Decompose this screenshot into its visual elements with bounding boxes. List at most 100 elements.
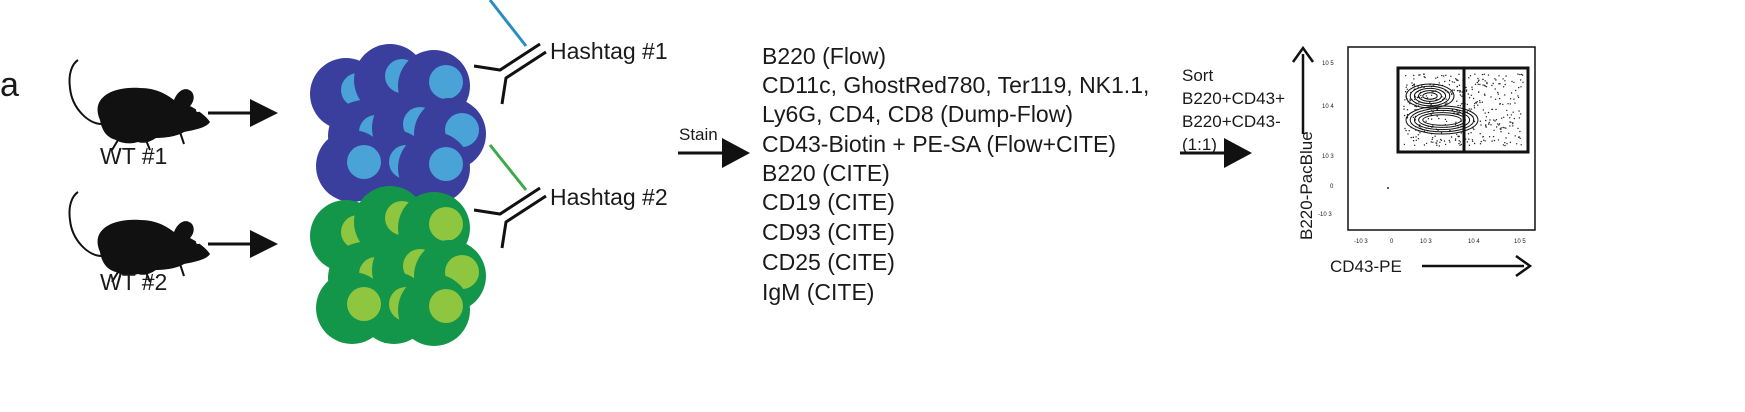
flow-event bbox=[1504, 144, 1506, 147]
flow-event bbox=[1444, 118, 1447, 121]
flow-event bbox=[1454, 139, 1457, 141]
flow-event bbox=[1406, 88, 1408, 91]
flow-event bbox=[1502, 144, 1505, 146]
cell-icon bbox=[316, 130, 388, 202]
flow-event bbox=[1495, 79, 1497, 81]
flow-event bbox=[1468, 138, 1470, 140]
flow-event bbox=[1500, 128, 1502, 130]
flow-event bbox=[1440, 139, 1443, 142]
flow-event bbox=[1485, 124, 1487, 126]
mouse-1-label: WT #1 bbox=[100, 143, 167, 169]
x-tick-label: 10 3 bbox=[1420, 239, 1432, 245]
flow-event bbox=[1519, 130, 1521, 133]
flow-event bbox=[1481, 73, 1484, 76]
flow-event bbox=[1419, 132, 1421, 134]
flow-event bbox=[1487, 74, 1490, 76]
contour-line bbox=[1405, 83, 1455, 109]
flow-event bbox=[1479, 83, 1481, 86]
marker-line: CD93 (CITE) bbox=[762, 219, 895, 245]
flow-event bbox=[1451, 81, 1454, 83]
flow-event bbox=[1455, 121, 1457, 124]
flow-event bbox=[1423, 144, 1426, 146]
flow-event bbox=[1405, 86, 1407, 88]
y-axis-arrow bbox=[1291, 45, 1315, 134]
flow-event bbox=[1503, 116, 1505, 119]
flow-event bbox=[1474, 73, 1476, 75]
flow-event bbox=[1413, 85, 1415, 87]
y-tick-label: 10 3 bbox=[1322, 154, 1334, 160]
flow-event bbox=[1484, 125, 1487, 127]
panel-label: a bbox=[0, 66, 19, 104]
stain-arrow bbox=[678, 138, 750, 168]
flow-event bbox=[1459, 94, 1462, 96]
flow-event bbox=[1448, 139, 1451, 142]
cell-cluster-2 bbox=[310, 186, 486, 346]
flow-event bbox=[1409, 98, 1411, 101]
flow-event bbox=[1498, 124, 1500, 126]
flow-event bbox=[1471, 139, 1474, 141]
flow-event bbox=[1500, 127, 1502, 129]
stain-label: Stain bbox=[679, 125, 718, 144]
arrow-mouse2-to-cells bbox=[208, 230, 278, 258]
flow-event bbox=[1479, 101, 1481, 104]
flow-event bbox=[1417, 134, 1420, 136]
flow-event bbox=[1427, 118, 1430, 120]
flow-event bbox=[1412, 136, 1415, 139]
flow-event bbox=[1465, 89, 1468, 91]
flow-event bbox=[1444, 103, 1447, 105]
mouse-2-label: WT #2 bbox=[100, 269, 167, 295]
flow-event bbox=[1488, 123, 1490, 125]
flow-event bbox=[1518, 117, 1521, 119]
flow-event bbox=[1425, 142, 1428, 145]
flow-event bbox=[1495, 126, 1498, 128]
flow-event bbox=[1471, 86, 1473, 88]
flow-event bbox=[1443, 75, 1445, 77]
flow-event bbox=[1494, 98, 1497, 101]
marker-line: CD25 (CITE) bbox=[762, 249, 895, 275]
flow-event bbox=[1413, 78, 1415, 80]
flow-event bbox=[1496, 123, 1499, 125]
flow-event bbox=[1458, 140, 1460, 142]
flow-event bbox=[1517, 95, 1519, 97]
flow-event bbox=[1451, 89, 1454, 91]
cell-icon bbox=[398, 132, 470, 204]
flow-event bbox=[1421, 85, 1423, 87]
flow-event bbox=[1488, 121, 1491, 124]
flow-event bbox=[1485, 116, 1488, 118]
contour-line bbox=[1409, 85, 1451, 107]
flow-event bbox=[1459, 90, 1462, 92]
flow-event bbox=[1413, 83, 1415, 86]
flow-event bbox=[1484, 112, 1486, 114]
flow-event bbox=[1505, 137, 1507, 139]
flow-event bbox=[1472, 97, 1475, 100]
flow-event bbox=[1511, 80, 1513, 83]
flow-event bbox=[1514, 135, 1516, 137]
flow-event bbox=[1501, 117, 1503, 119]
flow-event bbox=[1521, 74, 1524, 76]
flow-event bbox=[1504, 94, 1506, 96]
flow-event bbox=[1493, 129, 1495, 131]
flow-event bbox=[1458, 73, 1460, 76]
flow-event bbox=[1430, 114, 1432, 116]
flow-event bbox=[1486, 81, 1488, 84]
flow-event bbox=[1517, 136, 1520, 138]
flow-event bbox=[1458, 135, 1461, 137]
cell-cluster-1 bbox=[310, 44, 486, 204]
flow-event bbox=[1492, 135, 1495, 138]
flow-event bbox=[1509, 121, 1511, 123]
flow-event bbox=[1494, 88, 1496, 90]
flow-event bbox=[1483, 93, 1486, 95]
marker-line: CD11c, GhostRed780, Ter119, NK1.1, bbox=[762, 72, 1149, 98]
flow-event bbox=[1473, 105, 1476, 107]
flow-event bbox=[1409, 99, 1411, 102]
flow-event bbox=[1505, 75, 1507, 77]
flow-event bbox=[1499, 103, 1501, 105]
flow-event bbox=[1497, 93, 1500, 95]
flow-event bbox=[1510, 92, 1513, 94]
flow-event bbox=[1513, 81, 1515, 84]
flow-event bbox=[1518, 86, 1520, 89]
contour-line bbox=[1405, 105, 1479, 135]
flow-event bbox=[1506, 114, 1509, 116]
flow-event bbox=[1459, 105, 1462, 107]
flow-event bbox=[1509, 98, 1512, 100]
